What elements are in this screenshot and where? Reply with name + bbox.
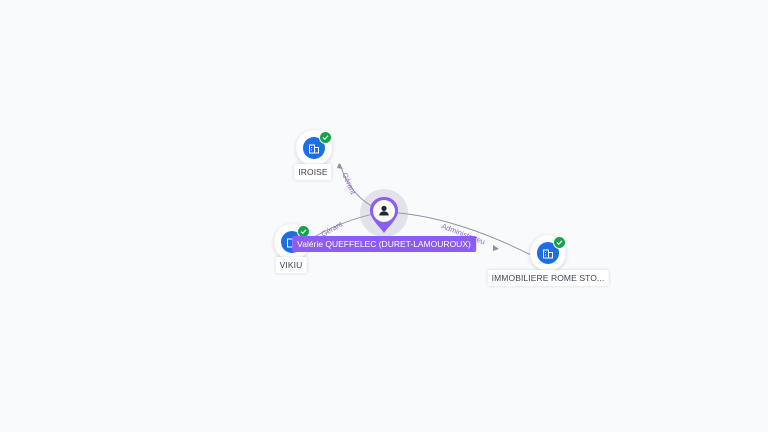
person-node[interactable] bbox=[360, 189, 408, 237]
company-label-immobiliere[interactable]: IMMOBILIERE ROME STO... bbox=[487, 270, 609, 286]
company-label-vikiu[interactable]: VIKIU bbox=[275, 257, 307, 273]
building-icon bbox=[537, 242, 559, 264]
company-node-vikiu[interactable] bbox=[274, 224, 310, 260]
company-node-iroise[interactable] bbox=[296, 130, 332, 166]
edge-arrow-immobiliere bbox=[493, 245, 499, 251]
person-name-label[interactable]: Valérie QUEFFELEC (DURET-LAMOUROUX) bbox=[292, 236, 476, 252]
company-node-immobiliere[interactable] bbox=[530, 235, 566, 271]
building-icon bbox=[303, 137, 325, 159]
edge-label-iroise: Gérant bbox=[340, 171, 358, 196]
company-label-iroise[interactable]: IROISE bbox=[294, 164, 332, 180]
person-pin-icon bbox=[370, 197, 398, 233]
edge-arrow-iroise bbox=[337, 163, 343, 169]
edge-immobiliere bbox=[382, 211, 534, 257]
verified-check-icon bbox=[319, 131, 332, 144]
verified-check-icon bbox=[553, 236, 566, 249]
